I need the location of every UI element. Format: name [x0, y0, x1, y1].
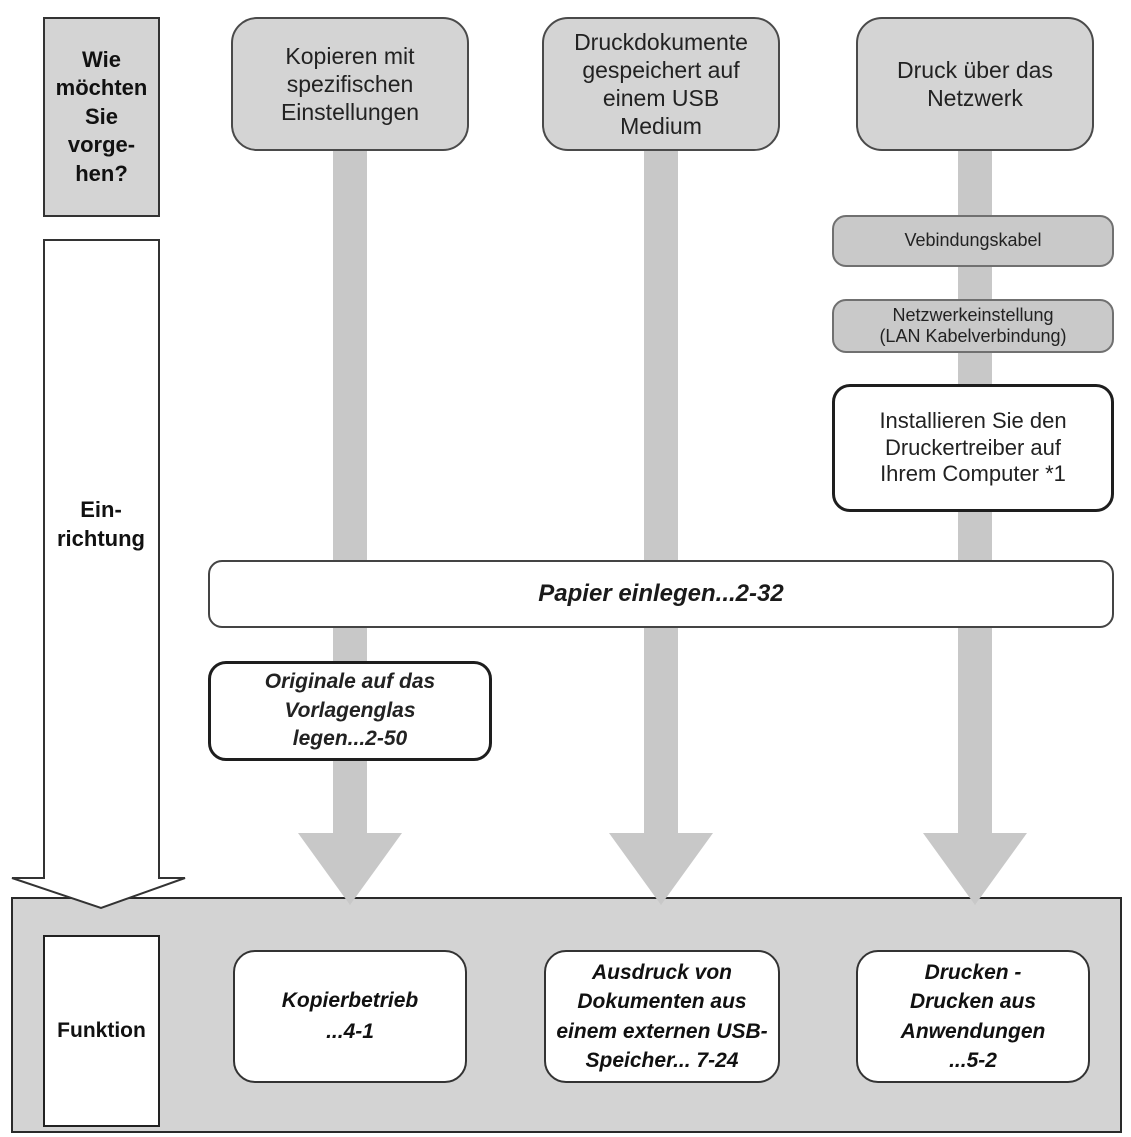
path-network-header: Druck über das Netzwerk: [856, 17, 1094, 151]
path-usb-header: Druckdokumente gespeichert auf einem USB…: [542, 17, 780, 151]
shared-step-paper: Papier einlegen...2-32: [208, 560, 1114, 628]
copy-step-originals: Originale auf das Vorlagenglas legen...2…: [208, 661, 492, 761]
setup-arrow-outline: [11, 239, 186, 910]
network-step-cable: Vebindungskabel: [832, 215, 1114, 267]
flow-arrow-usb: [609, 150, 713, 905]
function-card-usb: Ausdruck von Dokumenten aus einem extern…: [544, 950, 780, 1083]
function-card-network: Drucken - Drucken aus Anwendungen ...5-2: [856, 950, 1090, 1083]
network-step-driver: Installieren Sie den Druckertreiber auf …: [832, 384, 1114, 512]
function-card-copy: Kopierbetrieb ...4-1: [233, 950, 467, 1083]
path-copy-header: Kopieren mit spezifischen Einstellungen: [231, 17, 469, 151]
question-box: Wie möchten Sie vorge- hen?: [43, 17, 160, 217]
function-label-box: Funktion: [43, 935, 160, 1127]
flow-arrow-copy: [298, 150, 402, 905]
network-step-settings: Netzwerkeinstellung (LAN Kabelverbindung…: [832, 299, 1114, 353]
setup-label: Ein- richtung: [57, 497, 145, 551]
